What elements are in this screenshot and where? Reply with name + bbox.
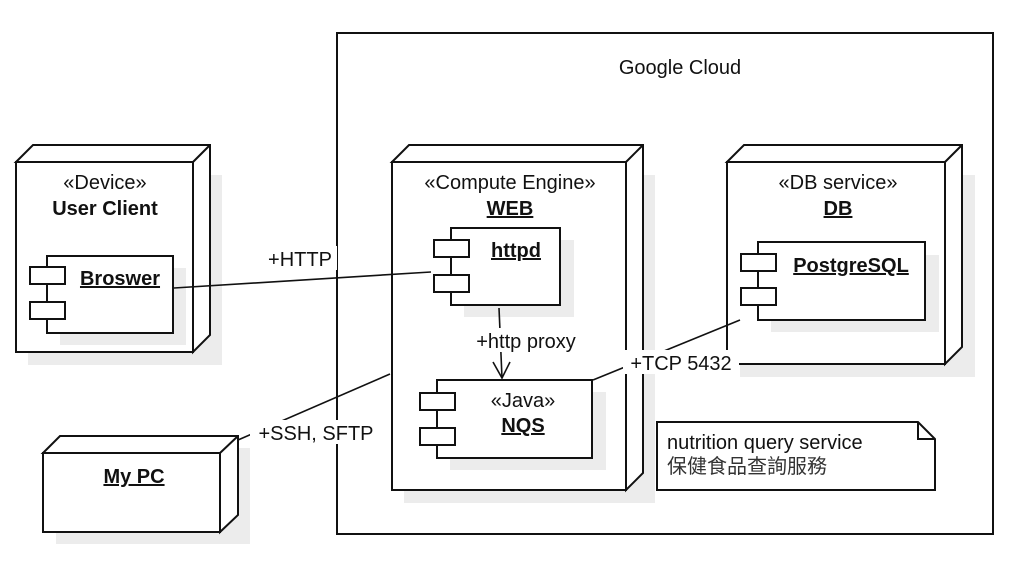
node-name: User Client [52, 198, 158, 220]
node-name: WEB [487, 198, 534, 220]
google-cloud-title: Google Cloud [619, 57, 741, 79]
component-nqs[interactable]: «Java» NQS [419, 379, 606, 470]
component-browser[interactable]: Broswer [29, 255, 186, 345]
edge-tcp[interactable]: +TCP 5432 [592, 319, 741, 381]
component-postgresql[interactable]: PostgreSQL [740, 241, 939, 332]
edge-http[interactable]: +HTTP [173, 246, 432, 289]
component-port-icon [29, 266, 66, 285]
edge-ssh[interactable]: +SSH, SFTP [237, 373, 391, 445]
component-port-icon [740, 287, 777, 306]
component-port-icon [419, 392, 456, 411]
edge-label: +HTTP [268, 249, 332, 271]
component-stereotype: «Java» [491, 390, 556, 412]
edge-http-proxy[interactable]: +http proxy [468, 307, 584, 380]
node-stereotype: «DB service» [779, 172, 898, 194]
component-name: NQS [501, 415, 544, 437]
arrowhead-icon [492, 361, 511, 380]
component-name: PostgreSQL [793, 255, 909, 277]
node-stereotype: «Compute Engine» [424, 172, 595, 194]
note[interactable]: nutrition query service 保健食品查詢服務 [656, 421, 936, 491]
component-port-icon [740, 253, 777, 272]
node-name: DB [824, 198, 853, 220]
edge-label: +http proxy [476, 331, 576, 353]
note-line-2: 保健食品查詢服務 [667, 454, 827, 478]
component-port-icon [433, 274, 470, 293]
component-name: httpd [491, 240, 541, 262]
component-port-icon [29, 301, 66, 320]
node-my-pc[interactable]: My PC [40, 435, 250, 544]
component-port-icon [419, 427, 456, 446]
edge-label: +SSH, SFTP [258, 423, 373, 445]
component-name: Broswer [80, 268, 160, 290]
component-port-icon [433, 239, 470, 258]
note-line-1: nutrition query service [667, 432, 863, 454]
node-name: My PC [103, 466, 164, 488]
component-httpd[interactable]: httpd [433, 227, 574, 317]
edge-label: +TCP 5432 [630, 353, 731, 375]
node-stereotype: «Device» [63, 172, 146, 194]
